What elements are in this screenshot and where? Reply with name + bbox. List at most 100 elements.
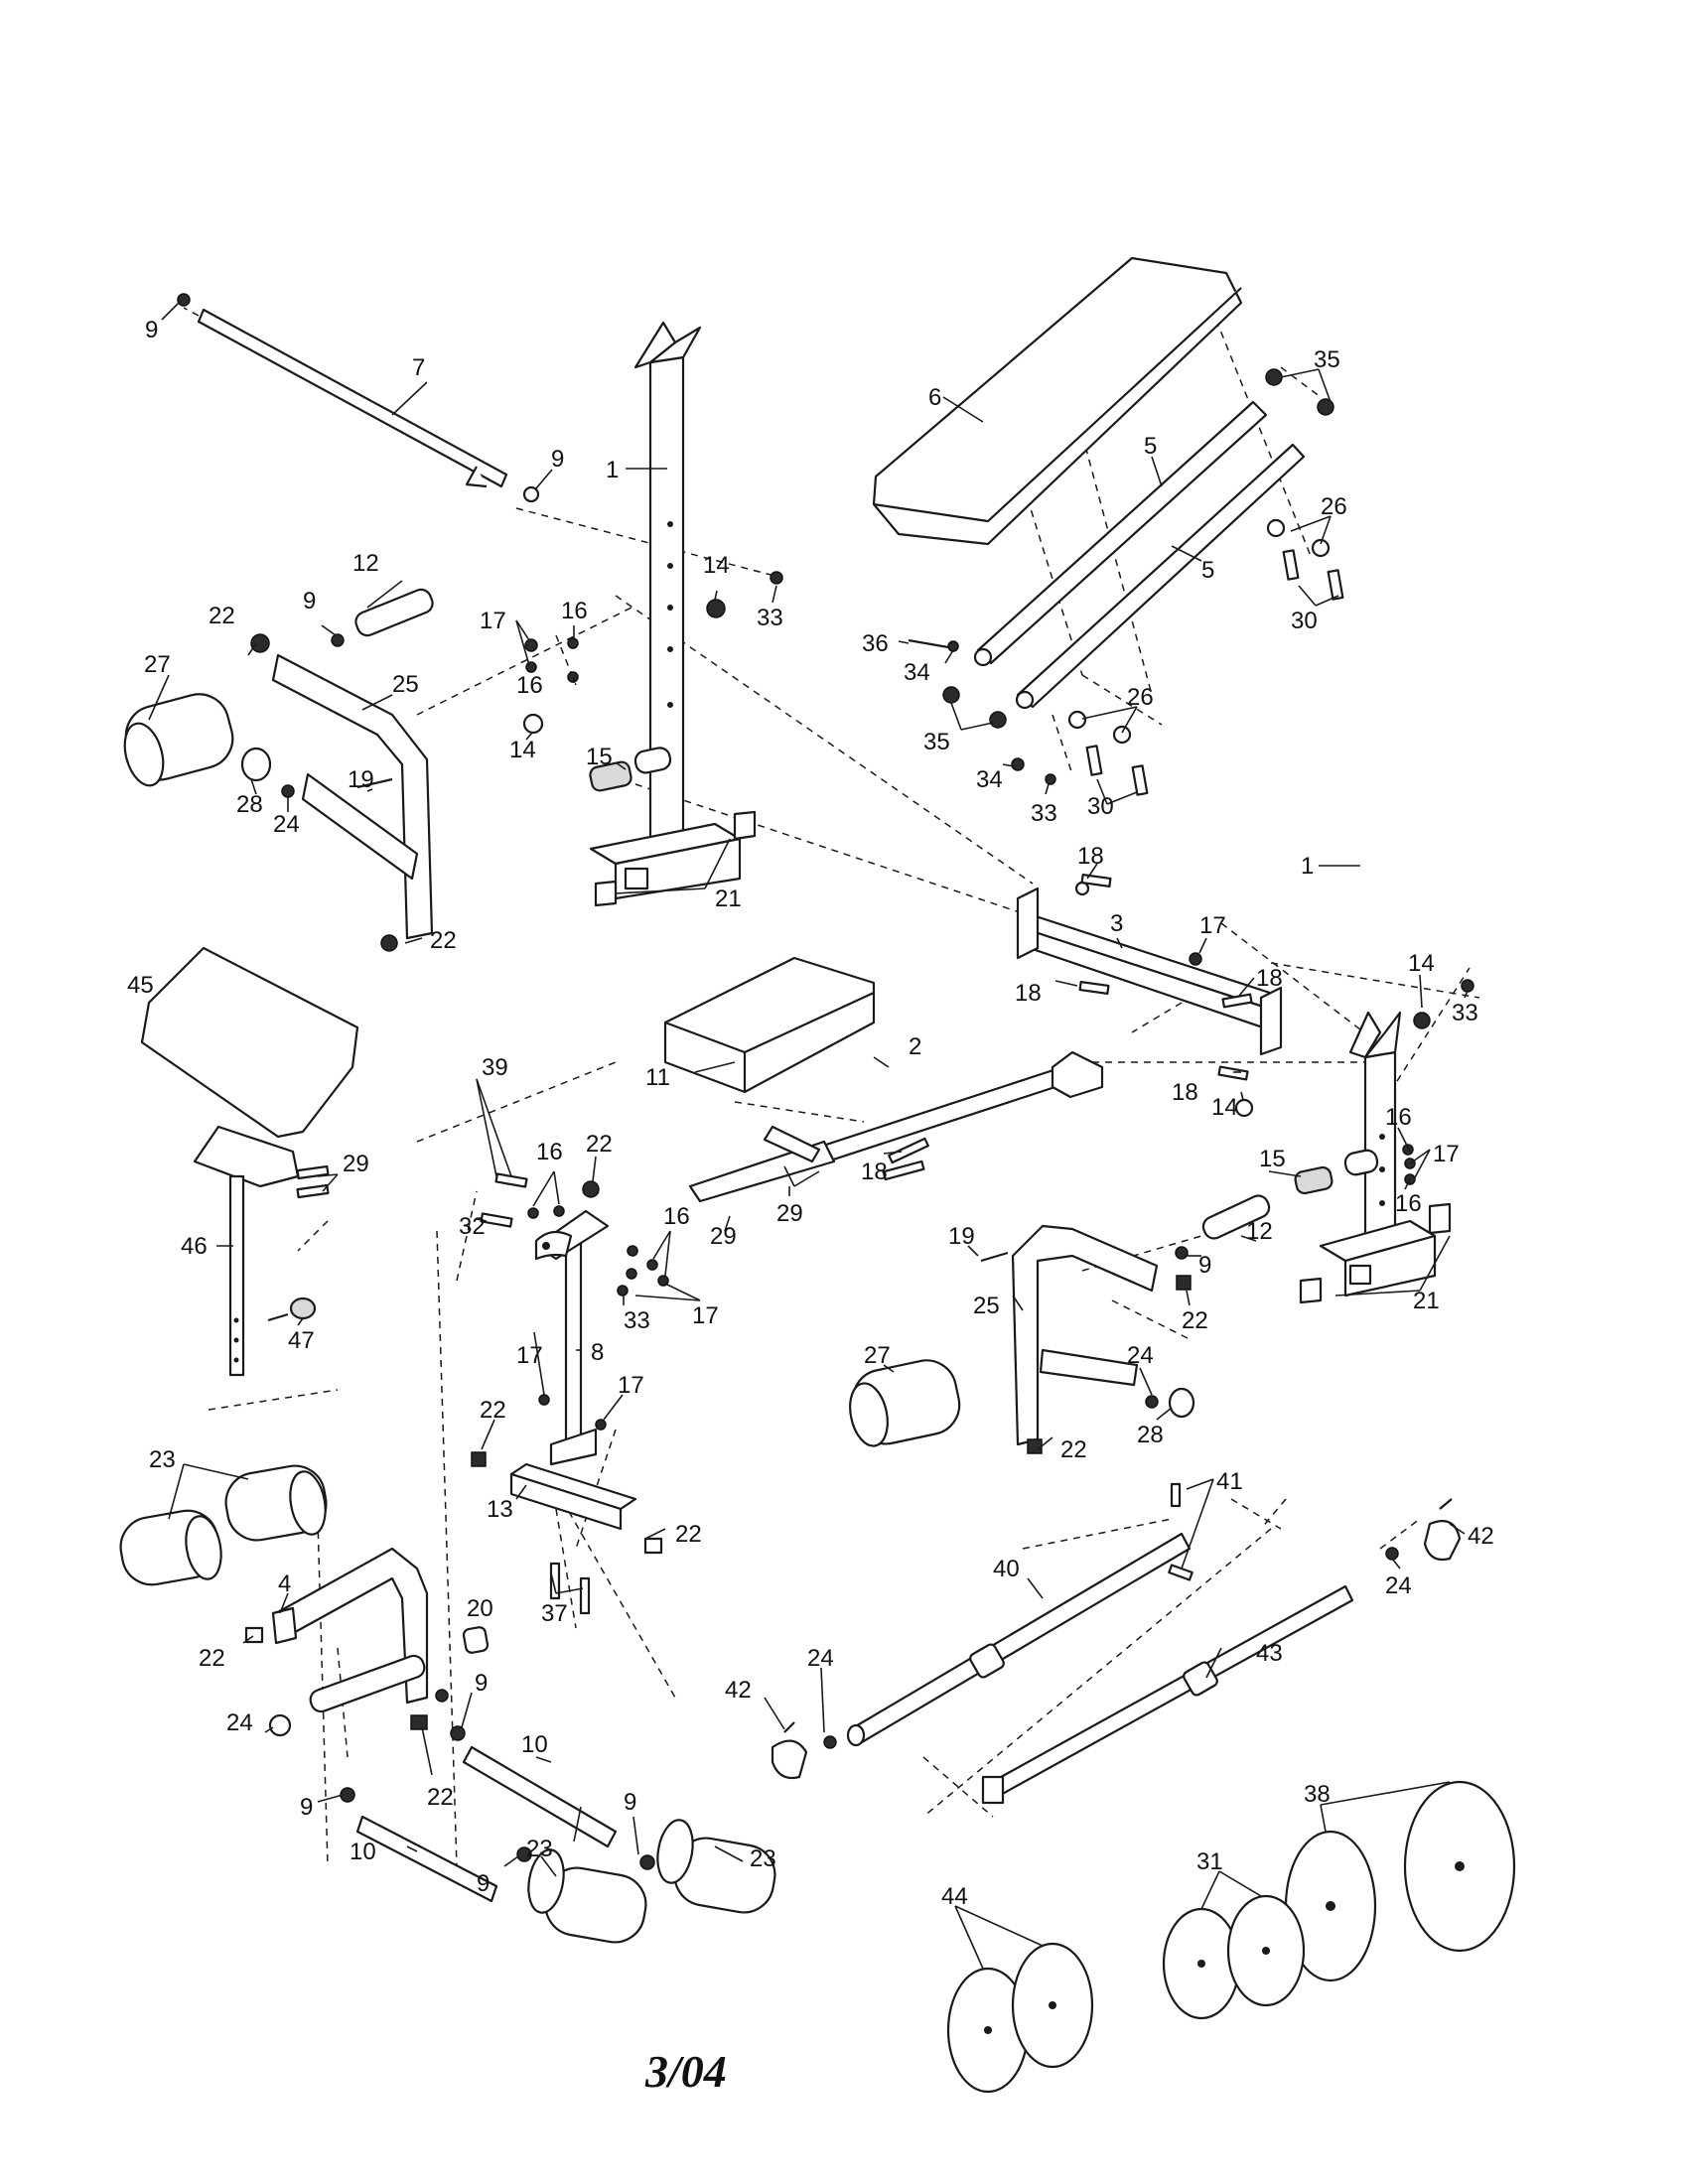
callout-17: 17 — [692, 1302, 719, 1329]
callout-46: 46 — [181, 1233, 208, 1260]
callout-4: 4 — [278, 1570, 291, 1597]
callout-45: 45 — [127, 972, 154, 999]
callout-24: 24 — [273, 811, 300, 838]
callout-9: 9 — [477, 1870, 490, 1897]
callout-11: 11 — [645, 1064, 670, 1091]
callout-16: 16 — [536, 1139, 563, 1165]
callout-25: 25 — [392, 671, 419, 698]
callout-9: 9 — [475, 1670, 488, 1697]
part-6-back-pad — [872, 256, 1344, 796]
part-1-left-upright — [522, 321, 783, 907]
callout-28: 28 — [1137, 1422, 1164, 1448]
callout-34: 34 — [904, 659, 930, 686]
callout-17: 17 — [1433, 1141, 1460, 1167]
callout-17: 17 — [516, 1342, 543, 1369]
callout-23: 23 — [526, 1836, 553, 1862]
callout-27: 27 — [864, 1342, 891, 1369]
callout-15: 15 — [1259, 1146, 1286, 1172]
callout-39: 39 — [482, 1054, 508, 1081]
callout-22: 22 — [199, 1645, 225, 1672]
callout-13: 13 — [487, 1496, 513, 1523]
part-45-preacher-pad — [140, 946, 359, 1377]
callout-30: 30 — [1087, 793, 1114, 820]
callout-47: 47 — [288, 1327, 315, 1354]
callout-18: 18 — [1172, 1079, 1198, 1106]
callout-33: 33 — [757, 605, 783, 631]
callout-12: 12 — [352, 550, 379, 577]
callout-5: 5 — [1201, 557, 1214, 584]
callout-9: 9 — [300, 1794, 313, 1821]
part-7-rod — [177, 293, 540, 503]
callout-38: 38 — [1304, 1781, 1331, 1808]
callout-24: 24 — [1127, 1342, 1154, 1369]
part-2-arm — [688, 1050, 1104, 1203]
callout-1: 1 — [606, 457, 619, 483]
callout-43: 43 — [1256, 1640, 1283, 1667]
callout-31: 31 — [1196, 1848, 1223, 1875]
callout-36: 36 — [862, 630, 889, 657]
callout-27: 27 — [144, 651, 171, 678]
callout-20: 20 — [467, 1595, 493, 1622]
callout-9: 9 — [551, 446, 564, 473]
callout-14: 14 — [1408, 950, 1435, 977]
callout-10: 10 — [350, 1839, 376, 1865]
weight-plates — [946, 1780, 1516, 2094]
callout-18: 18 — [861, 1159, 888, 1185]
callout-9: 9 — [303, 588, 316, 614]
leader-lines — [148, 302, 1469, 1970]
part-3-crossbar — [1016, 873, 1283, 1081]
part-4-leg-frame — [119, 1464, 776, 1944]
callout-17: 17 — [480, 608, 506, 634]
callout-14: 14 — [703, 552, 730, 579]
callout-24: 24 — [1385, 1572, 1412, 1599]
callout-6: 6 — [928, 384, 941, 411]
callout-22: 22 — [209, 603, 235, 629]
part-11-seat-pad — [663, 956, 876, 1094]
part-40-curl-bar — [771, 1482, 1193, 1780]
callout-24: 24 — [807, 1645, 834, 1672]
callout-42: 42 — [1468, 1523, 1494, 1550]
callout-18: 18 — [1015, 980, 1042, 1007]
callout-17: 17 — [618, 1372, 644, 1399]
callout-16: 16 — [1395, 1190, 1422, 1217]
callout-7: 7 — [412, 354, 425, 381]
callout-2: 2 — [909, 1033, 921, 1060]
callout-34: 34 — [976, 766, 1003, 793]
callout-12: 12 — [1246, 1218, 1273, 1245]
callout-41: 41 — [1216, 1468, 1243, 1495]
callout-14: 14 — [509, 737, 536, 763]
callout-15: 15 — [586, 744, 613, 770]
callout-29: 29 — [343, 1151, 369, 1177]
callout-16: 16 — [663, 1203, 690, 1230]
callout-22: 22 — [480, 1397, 506, 1424]
callout-16: 16 — [516, 672, 543, 699]
callout-22: 22 — [430, 927, 457, 954]
callout-23: 23 — [149, 1446, 176, 1473]
date-code: 3/04 — [644, 2046, 727, 2097]
callout-23: 23 — [750, 1845, 776, 1872]
callout-9: 9 — [624, 1789, 636, 1816]
callout-32: 32 — [459, 1213, 486, 1240]
callout-21: 21 — [1413, 1288, 1440, 1314]
callout-3: 3 — [1110, 910, 1123, 937]
callout-8: 8 — [591, 1339, 604, 1366]
callout-19: 19 — [948, 1223, 975, 1250]
callout-16: 16 — [561, 598, 588, 624]
callout-22: 22 — [1060, 1436, 1087, 1463]
part-25-left-leg-frame — [123, 588, 434, 952]
callout-17: 17 — [1199, 912, 1226, 939]
callout-33: 33 — [624, 1307, 650, 1334]
callout-9: 9 — [1198, 1252, 1211, 1279]
callout-37: 37 — [541, 1600, 568, 1627]
callout-25: 25 — [973, 1293, 1000, 1319]
callout-22: 22 — [586, 1131, 613, 1158]
callout-29: 29 — [710, 1223, 737, 1250]
callout-26: 26 — [1321, 493, 1347, 520]
callout-19: 19 — [348, 766, 374, 793]
callout-21: 21 — [715, 886, 742, 912]
callout-30: 30 — [1291, 608, 1318, 634]
part-25-right-leg-frame — [849, 1194, 1271, 1454]
callout-35: 35 — [923, 729, 950, 755]
callout-26: 26 — [1127, 684, 1154, 711]
